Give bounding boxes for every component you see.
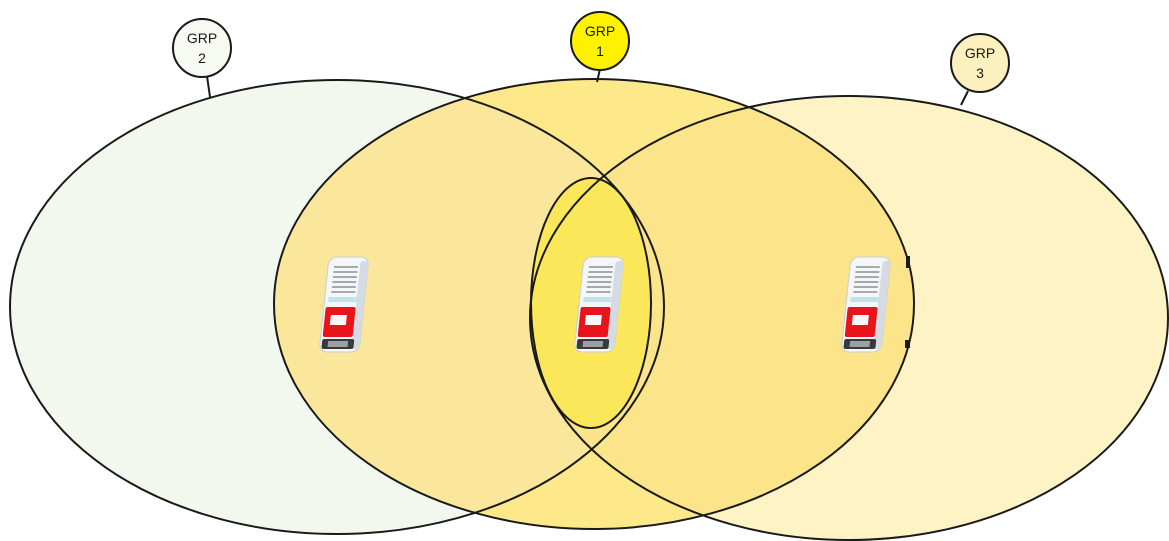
- alarm-device-left: [319, 256, 369, 353]
- grp3-connector: [960, 90, 969, 106]
- grp1-label-line2: 1: [596, 43, 604, 59]
- grp3-label: GRP 3: [950, 33, 1010, 93]
- grp2-label: GRP 2: [172, 18, 232, 78]
- grp3-label-line1: GRP: [964, 45, 996, 61]
- device-window: [329, 315, 347, 325]
- grp1-connector: [596, 68, 601, 83]
- grp3-outline: [529, 95, 1169, 541]
- device-shadow: [351, 261, 369, 349]
- marker: [905, 340, 910, 348]
- grp1-label-line1: GRP: [584, 23, 616, 39]
- grp2-label-line1: GRP: [186, 30, 218, 46]
- grp2-connector: [206, 75, 211, 98]
- grp3-label-line2: 3: [976, 65, 984, 81]
- grp2-label-line2: 2: [198, 50, 206, 66]
- center-outline: [530, 177, 652, 429]
- device-strip: [328, 297, 357, 302]
- marker: [906, 256, 910, 268]
- grp1-outline: [273, 78, 915, 530]
- grp1-label: GRP 1: [570, 11, 630, 71]
- grp2-outline: [9, 79, 665, 535]
